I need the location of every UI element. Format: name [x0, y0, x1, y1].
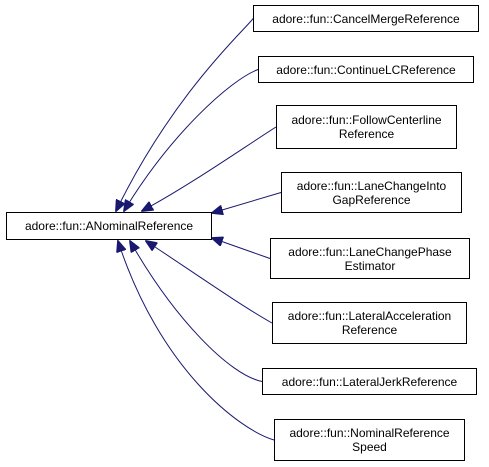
node-label: adore::fun::FollowCenterline: [291, 113, 442, 127]
node-label: adore::fun::LateralJerkReference: [281, 374, 458, 389]
inheritance-arrow: [212, 238, 271, 259]
node-lateralaccelerationreference[interactable]: adore::fun::LateralAcceleration Referenc…: [272, 302, 467, 344]
node-label: adore::fun::ANominalReference: [24, 219, 194, 233]
node-label: GapReference: [332, 192, 411, 207]
node-nominalreferencespeed[interactable]: adore::fun::NominalReference Speed: [274, 419, 465, 461]
node-cancelmergereference[interactable]: adore::fun::CancelMergeReference: [253, 5, 479, 32]
inheritance-arrow: [124, 69, 259, 212]
node-label: Reference: [338, 127, 395, 141]
node-label: adore::fun::ContinueLCReference: [276, 62, 456, 77]
inheritance-arrow: [146, 241, 273, 324]
node-label: adore::fun::LateralAcceleration: [287, 309, 452, 323]
node-lateraljerkreference[interactable]: adore::fun::LateralJerkReference: [262, 368, 477, 395]
inheritance-arrow: [116, 18, 254, 212]
node-label: Reference: [341, 323, 398, 337]
node-label: Speed: [352, 440, 387, 454]
node-label: adore::fun::LaneChangeInto: [296, 178, 447, 193]
node-anominalreference: adore::fun::ANominalReference: [6, 212, 212, 240]
node-continuelcreference[interactable]: adore::fun::ContinueLCReference: [258, 56, 474, 83]
node-lanechangephaseestimator[interactable]: adore::fun::LaneChangePhase Estimator: [270, 238, 470, 279]
node-lanechangeintogapreference[interactable]: adore::fun::LaneChangeInto GapReference: [281, 172, 462, 213]
inheritance-arrow: [142, 126, 277, 211]
node-label: adore::fun::NominalReference: [289, 426, 450, 440]
node-label: Estimator: [344, 258, 396, 273]
inheritance-arrow: [130, 241, 263, 382]
node-label: adore::fun::LaneChangePhase: [288, 244, 452, 259]
inheritance-arrow: [118, 241, 275, 441]
node-label: adore::fun::CancelMergeReference: [272, 11, 460, 26]
node-followcenterlinereference[interactable]: adore::fun::FollowCenterline Reference: [276, 105, 457, 149]
inheritance-arrow: [212, 192, 282, 214]
